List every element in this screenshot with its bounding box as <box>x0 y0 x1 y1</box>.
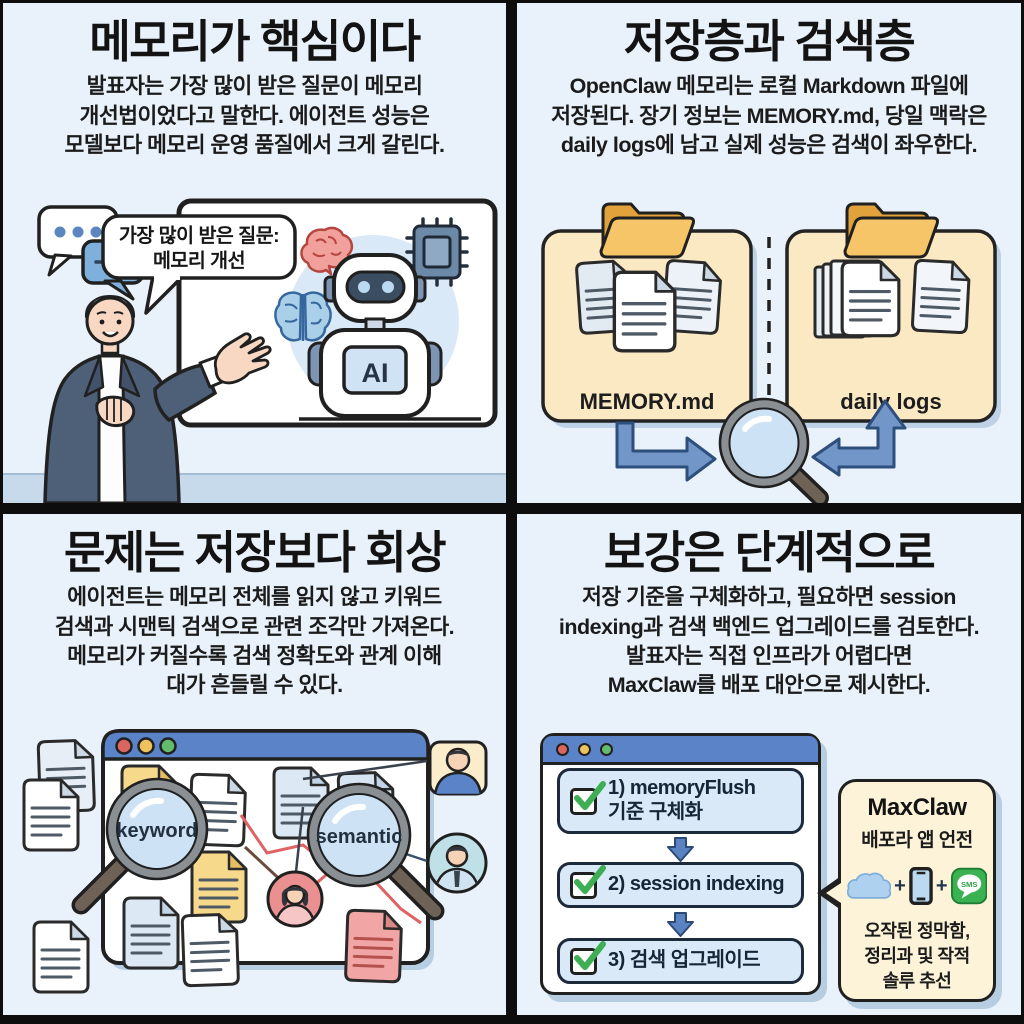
avatar-circle-female <box>266 870 324 928</box>
avatar-circle-male <box>426 832 488 894</box>
page-title: 저장층과 검색층 <box>623 16 916 67</box>
smartphone-icon <box>909 867 933 905</box>
folder-icon <box>599 202 695 259</box>
panel-recall-problem: 문제는 저장보다 회상 에이전트는 메모리 전체를 읽지 않고 키워드 검색과 … <box>3 514 506 1015</box>
stepwise-scene: 1) memoryFlush 기준 구체화 2) session indexin… <box>517 715 1021 1015</box>
maxclaw-bubble: MaxClaw 배포라 앱 언전 + + <box>817 779 996 1002</box>
presenter-scene: AI <box>3 198 506 503</box>
traffic-light-red <box>556 742 569 756</box>
robot-icon: AI <box>307 253 443 418</box>
checklist-item: 3) 검색 업그레이드 <box>557 938 804 984</box>
panel-storage-search: 저장층과 검색층 OpenClaw 메모리는 로컬 Markdown 파일에 저… <box>517 3 1021 503</box>
document-icon <box>22 778 80 852</box>
keyword-magnifier-icon: keyword <box>71 777 209 915</box>
document-icon <box>180 912 241 988</box>
keyword-label: keyword <box>116 820 197 842</box>
presenter-illustration <box>43 295 272 503</box>
daily-logs-card: daily logs <box>785 202 1001 428</box>
semantic-label: semantic <box>316 826 403 848</box>
maxclaw-icons: + + SMS <box>847 866 987 906</box>
page-title: 메모리가 핵심이다 <box>89 16 421 67</box>
checklist-item-label: 1) memoryFlush 기준 구체화 <box>608 777 756 823</box>
elbow-arrow-right-icon <box>615 421 717 482</box>
checklist-item: 2) session indexing <box>557 862 804 908</box>
magnifier-icon <box>718 397 829 503</box>
speech-bubble-line1: 가장 많이 받은 질문: <box>119 225 279 247</box>
down-arrow-icon <box>543 912 818 937</box>
document-icon <box>612 270 677 353</box>
blue-brain-icon <box>274 291 332 342</box>
panel-body-text: 저장 기준을 구체화하고, 필요하면 session indexing과 검색 … <box>558 585 980 698</box>
traffic-light-yellow <box>137 737 155 755</box>
document-icon <box>122 896 180 970</box>
page-title: 문제는 저장보다 회상 <box>63 527 447 578</box>
maxclaw-title: MaxClaw <box>867 794 967 821</box>
storage-scene: MEMORY.md daily logs <box>541 202 1001 503</box>
document-icon <box>32 920 90 994</box>
document-icon <box>190 850 248 924</box>
checkbox-checked-icon <box>570 940 606 975</box>
plus-sign: + <box>935 874 948 897</box>
traffic-light-green <box>159 737 177 755</box>
memory-md-card: MEMORY.md <box>541 202 757 428</box>
plus-sign: + <box>894 874 906 897</box>
speech-bubble-line2: 메모리 개선 <box>153 250 245 272</box>
page-title: 보강은 단계적으로 <box>603 527 936 578</box>
traffic-light-green <box>600 742 613 756</box>
memory-md-label: MEMORY.md <box>580 389 715 414</box>
document-stack-icon <box>813 259 901 339</box>
checklist-item-label: 3) 검색 업그레이드 <box>608 949 761 972</box>
pink-brain-icon <box>300 226 354 276</box>
traffic-light-yellow <box>578 742 591 756</box>
sms-icon-label: SMS <box>960 880 977 889</box>
panel-body-text: 발표자는 가장 많이 받은 질문이 메모리 개선법이었다고 말한다. 에이전트 … <box>64 74 445 157</box>
retrieval-scene: keyword semantic <box>22 729 488 994</box>
maxclaw-caption: 오작된 정막함, 정리과 및 작적 솔루 추선 <box>864 921 970 991</box>
checkbox-checked-icon <box>570 864 606 899</box>
avatar-square <box>428 740 488 796</box>
panel-stepwise: 보강은 단계적으로 저장 기준을 구체화하고, 필요하면 session ind… <box>517 514 1021 1015</box>
semantic-magnifier-icon: semantic <box>306 782 445 921</box>
window-titlebar <box>543 736 818 765</box>
checkbox-checked-icon <box>570 780 606 815</box>
elbow-arrow-up-icon <box>811 399 907 477</box>
checklist-window: 1) memoryFlush 기준 구체화 2) session indexin… <box>540 733 821 995</box>
cloud-icon <box>847 872 892 899</box>
speech-bubble: 가장 많이 받은 질문: 메모리 개선 <box>101 214 297 315</box>
panel-body-text: OpenClaw 메모리는 로컬 Markdown 파일에 저장된다. 장기 정… <box>551 74 987 157</box>
sms-app-icon: SMS <box>950 867 987 905</box>
panel-memory-core: 메모리가 핵심이다 발표자는 가장 많이 받은 질문이 메모리 개선법이었다고 … <box>3 3 506 503</box>
down-arrow-icon <box>543 837 818 862</box>
folder-icon <box>843 202 939 259</box>
document-icon <box>910 258 972 335</box>
document-icon <box>343 908 404 984</box>
checklist-item: 1) memoryFlush 기준 구체화 <box>557 768 804 834</box>
traffic-light-red <box>115 737 133 755</box>
panel-body-text: 에이전트는 메모리 전체를 읽지 않고 키워드 검색과 시맨틱 검색으로 관련 … <box>54 585 455 698</box>
checklist-item-label: 2) session indexing <box>608 873 785 896</box>
maxclaw-subtitle: 배포라 앱 언전 <box>861 830 973 851</box>
robot-chest-label: AI <box>362 358 389 388</box>
